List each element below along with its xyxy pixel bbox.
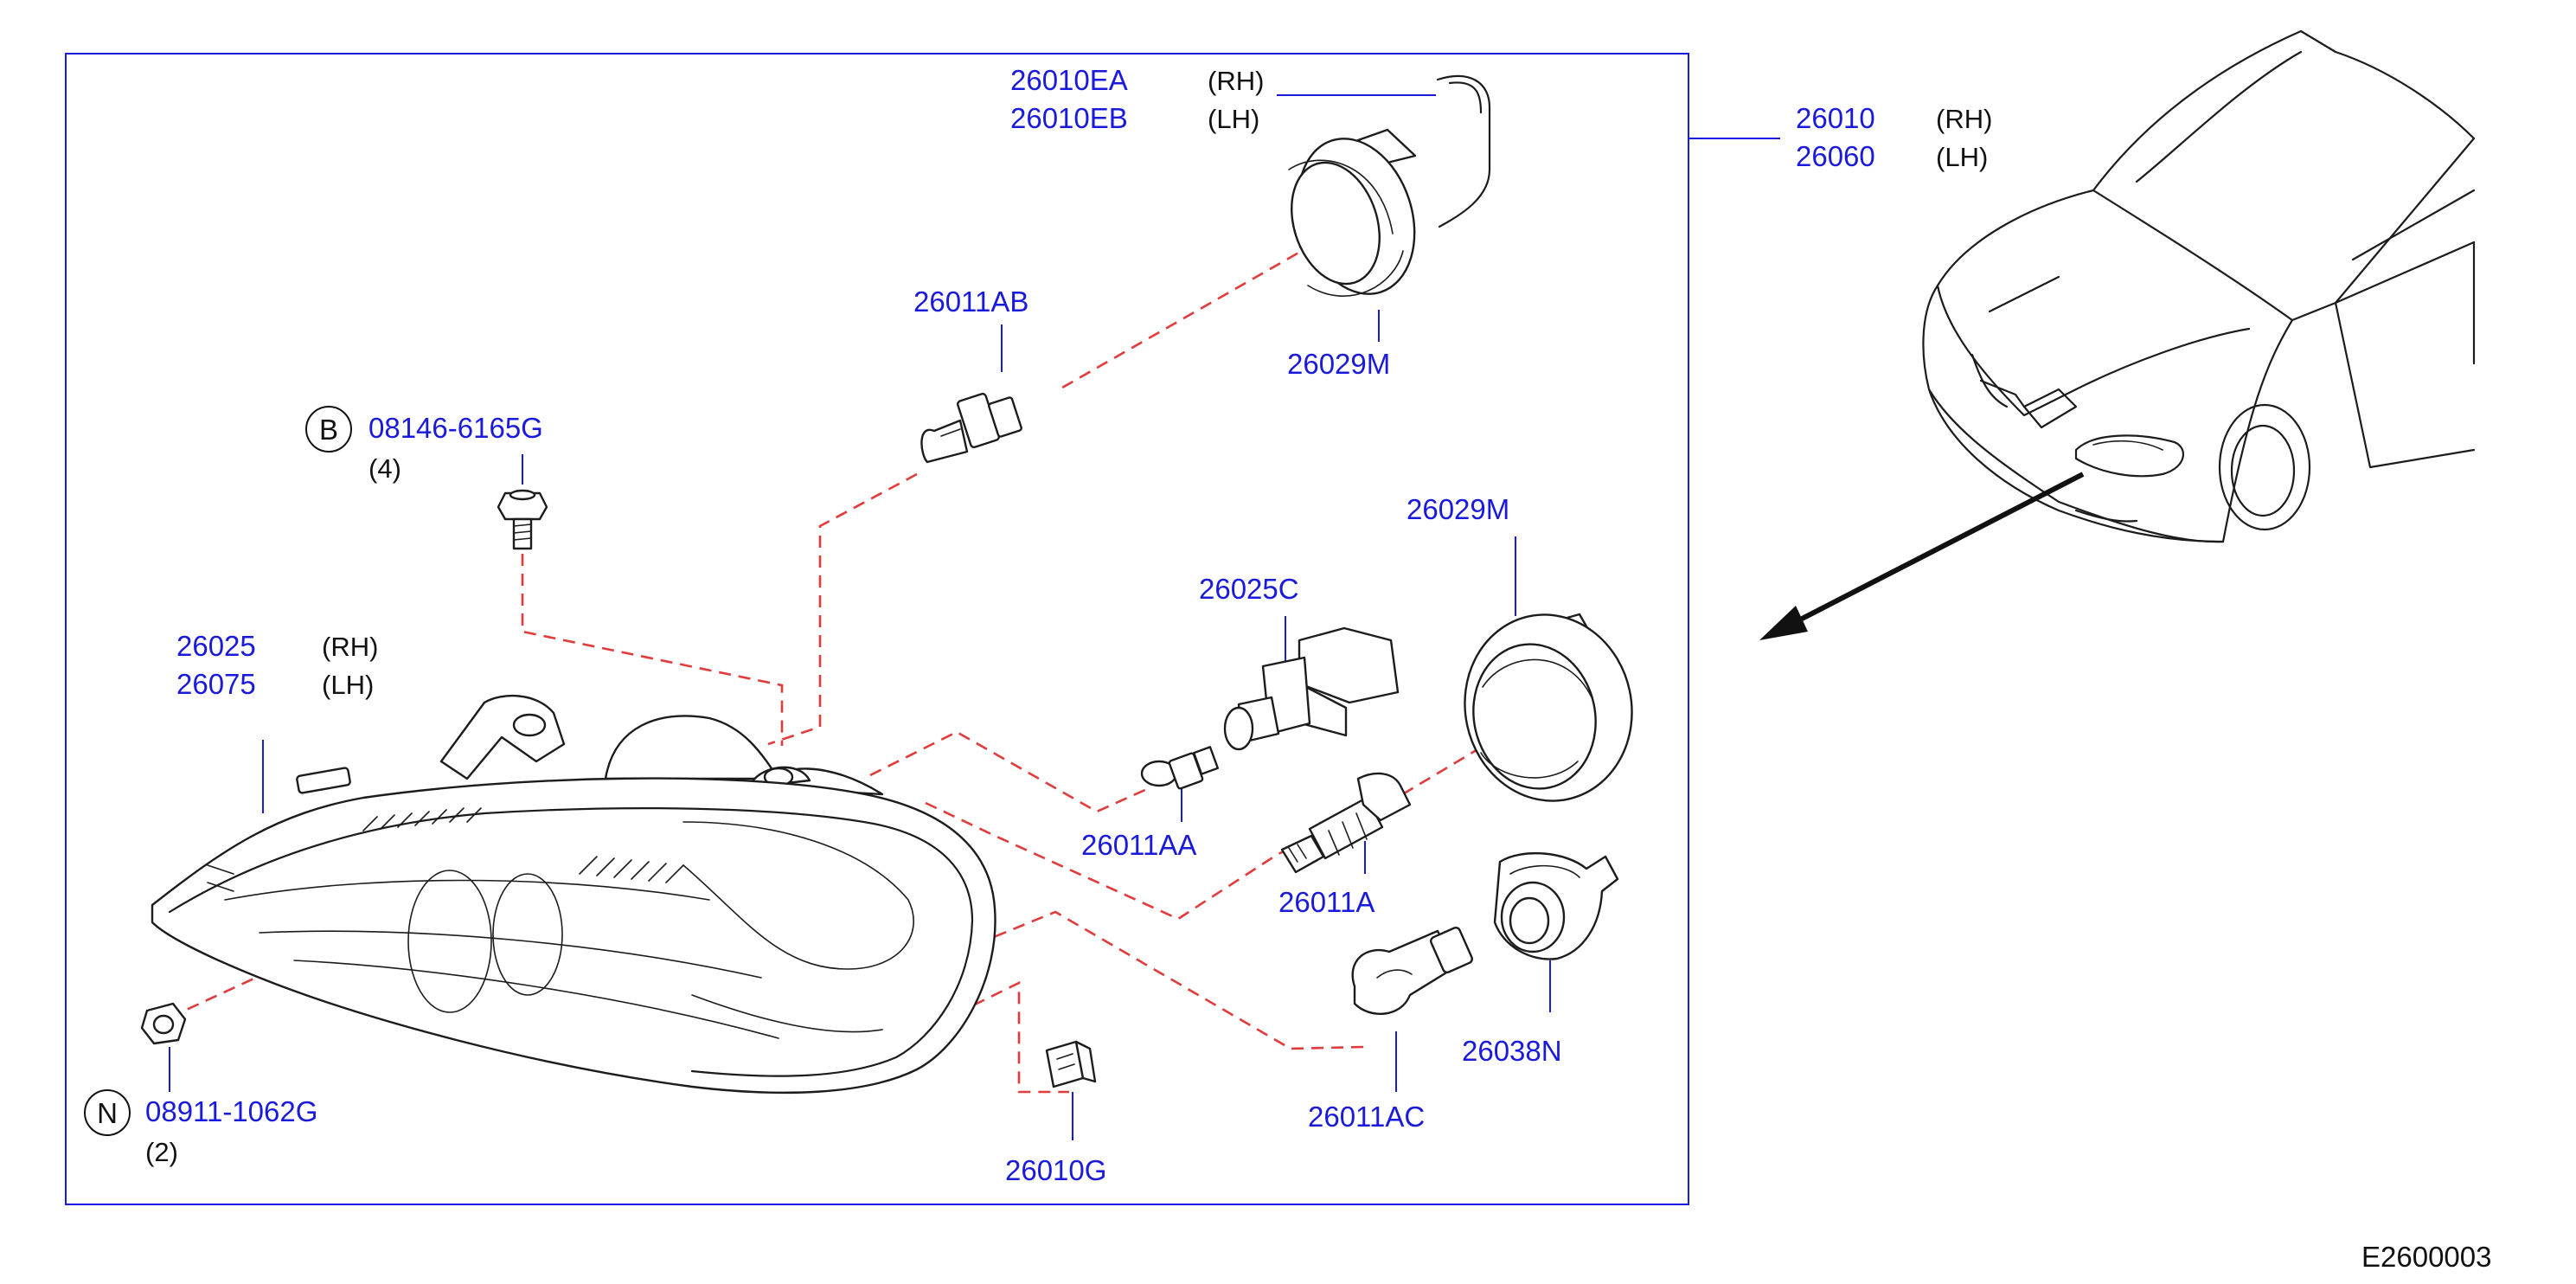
nut-drawing <box>140 1002 187 1045</box>
socket-harness-part-number-lh[interactable]: 26010EB <box>1010 102 1128 134</box>
assembly-rh-label: (RH) <box>1936 104 1992 134</box>
socket-connector-drawing <box>1223 626 1400 751</box>
socket-harness-part-number-rh[interactable]: 26010EA <box>1010 64 1128 96</box>
leader-lines <box>169 94 1780 1140</box>
nut-part-number[interactable]: 08911-1062G <box>145 1095 317 1127</box>
callout-arrow <box>1759 472 2085 640</box>
socket-turn-part-number[interactable]: 26038N <box>1462 1035 1562 1067</box>
diagram-code: E2600003 <box>2361 1241 2491 1273</box>
housing-part-number-lh[interactable]: 26075 <box>176 668 256 700</box>
socket-connector-part-number[interactable]: 26025C <box>1199 573 1299 605</box>
cap-upper-part-number[interactable]: 26029M <box>1287 348 1390 380</box>
bolt-qty: (4) <box>368 453 401 484</box>
bulb-upper-drawing <box>920 392 1022 464</box>
bolt-marker-circle <box>305 406 352 453</box>
clip-part-number[interactable]: 26010G <box>1005 1154 1106 1186</box>
bulb-turn-drawing <box>1351 926 1473 1015</box>
assembly-part-number-rh[interactable]: 26010 <box>1796 102 1875 134</box>
socket-turn-drawing <box>1493 852 1619 960</box>
housing-part-number-rh[interactable]: 26025 <box>176 630 256 662</box>
socket-harness-lh-label: (LH) <box>1208 104 1259 134</box>
bulb-small-drawing <box>1140 746 1220 790</box>
bulb-halogen-drawing <box>1280 772 1412 874</box>
nut-marker: N <box>97 1097 118 1129</box>
bolt-drawing <box>497 489 548 550</box>
assembly-frame <box>65 53 1689 1205</box>
housing-lh-label: (LH) <box>322 670 374 700</box>
housing-rh-label: (RH) <box>322 632 378 662</box>
headlamp-housing-drawing <box>151 694 996 1095</box>
assembly-lh-label: (LH) <box>1936 142 1988 172</box>
assembly-part-number-lh[interactable]: 26060 <box>1796 140 1875 172</box>
part-labels: 26010 (RH) 26060 (LH) 26010EA (RH) 26010… <box>84 64 2491 1273</box>
bulb-upper-part-number[interactable]: 26011AB <box>913 286 1028 318</box>
socket-harness-drawing <box>1288 74 1491 297</box>
bulb-small-part-number[interactable]: 26011AA <box>1081 829 1196 861</box>
socket-harness-rh-label: (RH) <box>1208 66 1264 96</box>
cap-right-drawing <box>1464 613 1633 802</box>
nut-marker-circle <box>84 1089 131 1136</box>
bulb-halogen-part-number[interactable]: 26011A <box>1278 886 1375 918</box>
bulb-turn-part-number[interactable]: 26011AC <box>1308 1101 1425 1133</box>
bolt-marker: B <box>319 414 338 446</box>
car-illustration <box>1922 29 2476 543</box>
nut-qty: (2) <box>145 1137 178 1167</box>
cap-right-part-number[interactable]: 26029M <box>1407 493 1509 525</box>
clip-drawing <box>1045 1040 1097 1088</box>
bolt-part-number[interactable]: 08146-6165G <box>368 412 543 444</box>
